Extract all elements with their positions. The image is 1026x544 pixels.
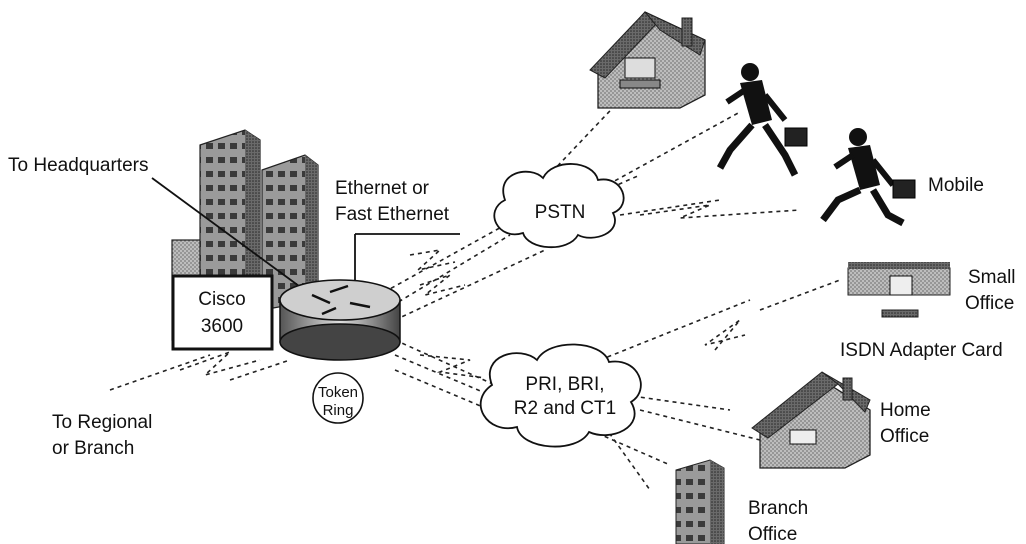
house-icon (589, 11, 706, 109)
pstn-label: PSTN (535, 202, 586, 223)
small-office-label-line1: Small (968, 267, 1016, 288)
to-headquarters-label: To Headquarters (8, 155, 148, 176)
router-icon (279, 279, 401, 361)
regional-dashed-links (109, 351, 291, 391)
token-ring-icon: Token Ring (312, 372, 364, 424)
to-regional-label-line2: or Branch (52, 438, 134, 459)
isdn-cloud-icon: PRI, BRI, R2 and CT1 (479, 343, 642, 448)
isdn-card-icon (881, 309, 919, 318)
home-office-house-icon (751, 371, 871, 469)
pstn-cloud-icon: PSTN (493, 163, 625, 249)
ethernet-label-line2: Fast Ethernet (335, 204, 450, 225)
home-office-label-line2: Office (880, 426, 929, 447)
branch-building-icon (675, 459, 725, 544)
to-regional-label-line1: To Regional (52, 412, 152, 433)
small-office-label-line2: Office (965, 293, 1014, 314)
branch-office-label-line1: Branch (748, 498, 808, 519)
token-ring-label-line1: Token (318, 384, 358, 401)
ethernet-label-line1: Ethernet or (335, 178, 430, 199)
isdn-dashed-links (394, 279, 841, 491)
mobile-label: Mobile (928, 175, 984, 196)
isdn-adapter-label: ISDN Adapter Card (840, 340, 1003, 361)
isdn-cloud-label-line2: R2 and CT1 (514, 398, 616, 419)
isdn-cloud-label-line1: PRI, BRI, (525, 374, 604, 395)
cisco-label-line2: 3600 (201, 316, 243, 337)
token-ring-label-line2: Ring (323, 402, 354, 419)
pstn-dashed-links (369, 94, 801, 321)
cisco-3600-label-box: Cisco 3600 (171, 274, 274, 351)
home-office-label-line1: Home (880, 400, 931, 421)
cisco-label-line1: Cisco (198, 289, 246, 310)
person-running-icon-2 (820, 128, 916, 227)
person-running-icon-1 (716, 63, 808, 177)
branch-office-label-line2: Office (748, 524, 797, 544)
small-office-icon (847, 262, 951, 296)
